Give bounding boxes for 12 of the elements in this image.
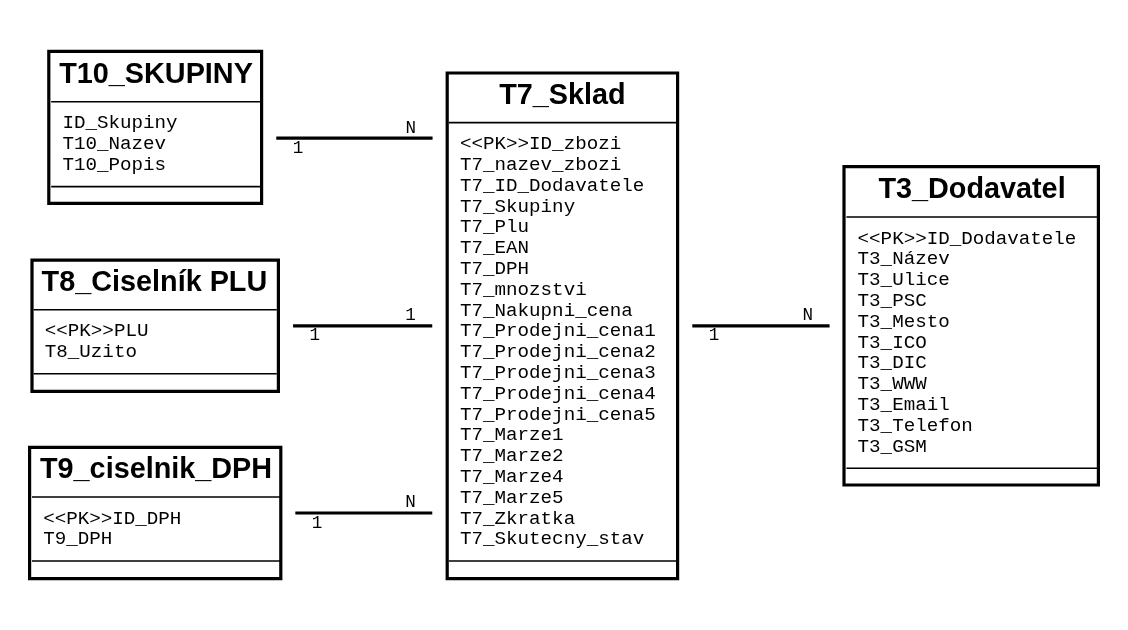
label: 1: [292, 137, 304, 158]
label: 1: [405, 305, 416, 326]
label: N: [802, 305, 814, 326]
label: 1: [708, 325, 720, 346]
connector: [293, 324, 433, 328]
connector: [276, 136, 433, 140]
connector: [295, 511, 433, 515]
label: 1: [311, 512, 323, 533]
label: N: [405, 492, 416, 513]
connector: [692, 324, 830, 328]
label: 1: [309, 325, 321, 346]
label: N: [405, 117, 417, 138]
